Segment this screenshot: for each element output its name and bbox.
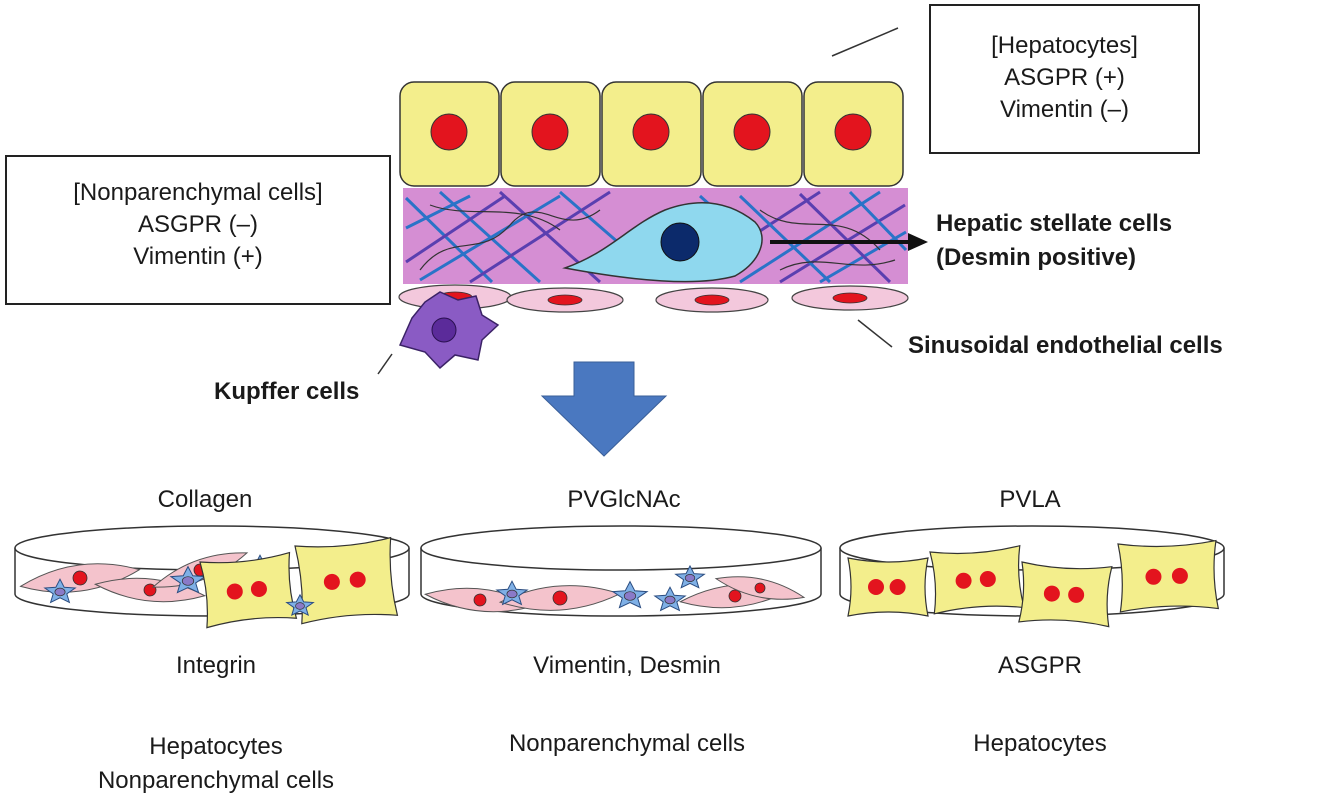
- fiber: [798, 192, 892, 284]
- hepatocyte-row: [399, 81, 904, 187]
- pvglcnac-cells-line1: Nonparenchymal cells: [508, 730, 746, 757]
- dish-hepatocyte-body: [1117, 539, 1220, 613]
- fiber: [419, 194, 561, 282]
- dish-hepatocyte-nucleus: [349, 571, 366, 588]
- pvla-receptor: ASGPR: [997, 652, 1083, 679]
- kupffer-cell: [398, 291, 500, 370]
- stellate-label: Hepatic stellate cells (Desmin positive): [936, 207, 1172, 275]
- dish-collagen: [14, 525, 410, 629]
- pvglcnac-receptor: Vimentin, Desmin: [533, 652, 721, 679]
- dish-hepatocyte: [199, 551, 298, 629]
- endothelial-nucleus: [832, 292, 868, 304]
- dish-hepatocyte-body: [929, 544, 1025, 615]
- npc-nucleus: [295, 602, 305, 610]
- npc-nucleus: [181, 576, 195, 586]
- spindle-cell: [714, 576, 806, 600]
- hepatocyte-vimentin: Vimentin (–): [1000, 96, 1129, 123]
- dish-hepatocyte-body: [294, 536, 399, 625]
- hepatocyte-nucleus: [733, 113, 771, 151]
- dish-hepatocyte-nucleus: [1043, 585, 1060, 602]
- stellate-arrow: [770, 233, 928, 251]
- hepatocyte-nucleus: [430, 113, 468, 151]
- pvglcnac-title: PVGlcNAc: [567, 486, 681, 513]
- endothelial-nucleus: [694, 294, 730, 306]
- collagen-cells-line2: Nonparenchymal cells: [97, 767, 335, 794]
- hepatocyte-marker-box: [Hepatocytes] ASGPR (+) Vimentin (–): [929, 4, 1200, 154]
- fiber: [404, 196, 494, 284]
- process-arrow: [540, 361, 668, 457]
- dish-hepatocyte-nucleus: [250, 580, 267, 597]
- kupffer-label: Kupffer cells: [214, 378, 360, 405]
- dish-hepatocyte-nucleus: [979, 571, 996, 588]
- stellate-label-line1: Hepatic stellate cells: [936, 210, 1173, 237]
- hepatocyte-nucleus: [632, 113, 670, 151]
- fiber: [405, 194, 506, 264]
- hepatocyte-leader: [831, 27, 899, 57]
- spindle-cell: [93, 577, 207, 603]
- dish-rim: [420, 525, 822, 571]
- dish-hepatocyte-nucleus: [955, 572, 972, 589]
- stellate-cell: [562, 202, 763, 283]
- pvla-cells-line1: Hepatocytes: [973, 730, 1107, 757]
- kupffer-nucleus: [431, 317, 457, 343]
- spindle-nucleus: [72, 570, 88, 586]
- stellate-nucleus: [660, 222, 700, 262]
- endothelial-nucleus: [547, 294, 583, 306]
- hepatocyte-nucleus: [834, 113, 872, 151]
- hepatocyte-box-title: [Hepatocytes]: [991, 32, 1138, 59]
- pvla-title: PVLA: [999, 486, 1061, 513]
- spindle-cell: [19, 563, 141, 593]
- dish-hepatocyte-nucleus: [1145, 568, 1162, 585]
- npc-nucleus: [684, 574, 696, 582]
- npc-asgpr: ASGPR (–): [137, 211, 259, 238]
- pvglcnac-cells: Nonparenchymal cells: [509, 730, 745, 758]
- kupffer-leader: [377, 353, 393, 375]
- hepatocyte-asgpr: ASGPR (+): [1004, 64, 1125, 91]
- npc-box-title: [Nonparenchymal cells]: [73, 179, 323, 206]
- fiber: [469, 190, 611, 284]
- dish-hepatocyte: [294, 536, 399, 625]
- dish-hepatocyte-nucleus: [1171, 567, 1188, 584]
- collagen-cells-line1: Hepatocytes: [149, 733, 283, 760]
- leader-lines: [377, 27, 899, 375]
- pvla-cells: Hepatocytes: [973, 730, 1106, 758]
- dish-hepatocyte-nucleus: [1068, 586, 1085, 603]
- spindle-nucleus: [728, 589, 742, 603]
- npc-nucleus: [506, 589, 518, 599]
- dish-hepatocyte-body: [847, 557, 929, 617]
- npc-nucleus: [664, 595, 676, 605]
- stellate-label-line2: (Desmin positive): [936, 244, 1137, 271]
- dish-hepatocyte-body: [199, 551, 298, 629]
- npc-vimentin: Vimentin (+): [133, 243, 263, 270]
- dish-hepatocyte-body: [1018, 561, 1113, 628]
- thin-processes: [419, 204, 896, 271]
- collagen-receptor: Integrin: [175, 652, 257, 679]
- dish-hepatocyte: [847, 557, 929, 617]
- dish-hepatocyte-nucleus: [889, 579, 906, 595]
- dish-pvla: [839, 525, 1225, 628]
- dish-pvglcnac: [420, 525, 822, 617]
- collagen-title: Collagen: [157, 486, 253, 513]
- endothelial-label: Sinusoidal endothelial cells: [908, 332, 1223, 359]
- collagen-cells: Hepatocytes Nonparenchymal cells: [98, 730, 334, 798]
- dish-hepatocyte-nucleus: [226, 583, 243, 600]
- endothelial-leader: [857, 319, 893, 348]
- spindle-nucleus: [552, 590, 568, 606]
- spindle-nucleus: [473, 593, 487, 607]
- fiber: [739, 190, 881, 284]
- dish-hepatocyte-nucleus: [868, 579, 884, 595]
- npc-nucleus: [623, 591, 637, 601]
- dish-hepatocyte: [1117, 539, 1220, 613]
- fiber: [405, 194, 471, 230]
- fiber: [738, 194, 832, 284]
- hepatocyte-nucleus: [531, 113, 569, 151]
- dish-hepatocyte: [929, 544, 1025, 615]
- dish-hepatocyte: [1018, 561, 1113, 628]
- nonparenchymal-marker-box: [Nonparenchymal cells] ASGPR (–) Vimenti…: [5, 155, 391, 305]
- dish-hepatocyte-nucleus: [323, 573, 340, 590]
- spindle-nucleus: [754, 582, 766, 594]
- npc-nucleus: [54, 587, 66, 597]
